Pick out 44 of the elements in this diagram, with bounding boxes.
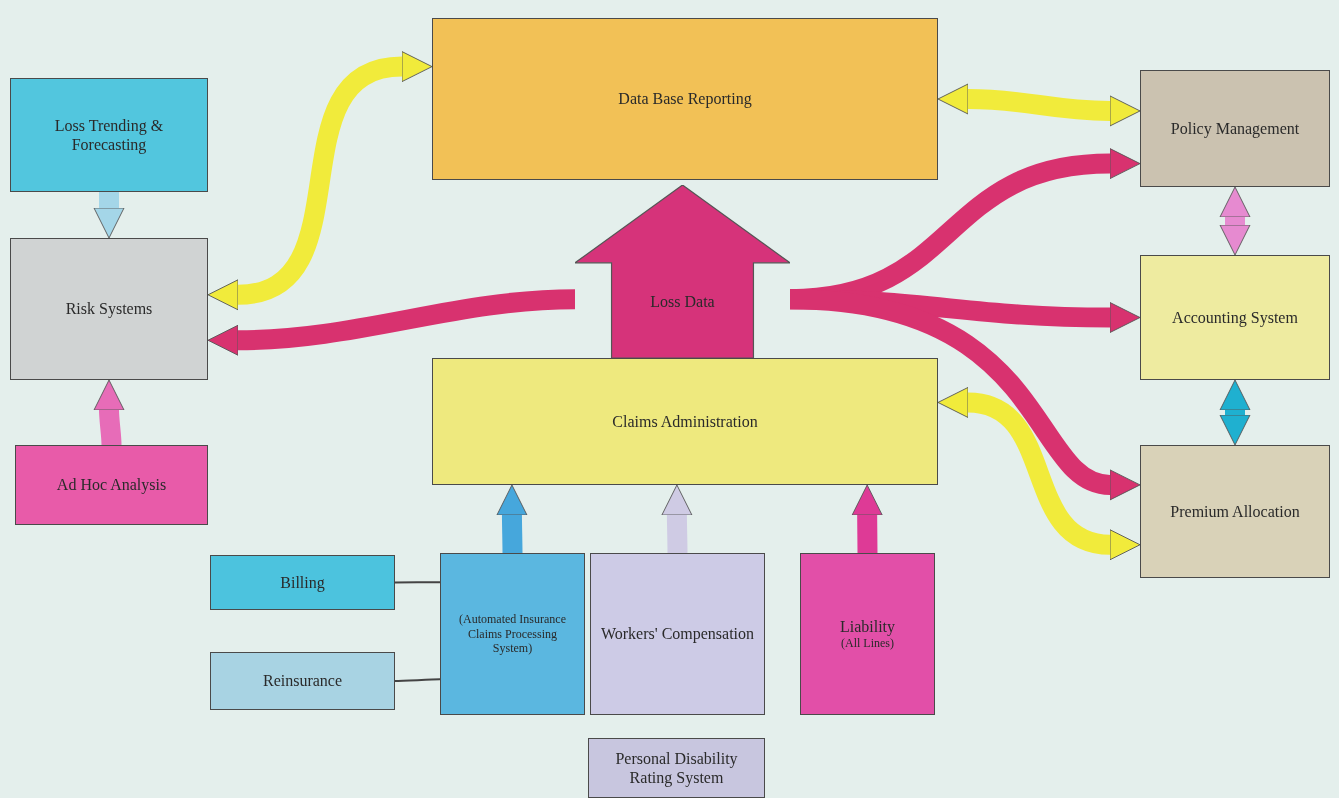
node-label: Premium Allocation bbox=[1170, 501, 1300, 522]
thick-arrow bbox=[1219, 379, 1251, 446]
thick-arrow bbox=[93, 192, 125, 239]
system-box bbox=[1140, 255, 1330, 380]
system-box bbox=[10, 78, 208, 192]
thick-arrow bbox=[496, 484, 528, 554]
system-box bbox=[432, 358, 938, 485]
node-label: Workers' Compensation bbox=[600, 624, 755, 644]
node-label: Policy Management bbox=[1170, 118, 1300, 139]
thick-arrow bbox=[207, 51, 433, 311]
node-label: Ad Hoc Analysis bbox=[56, 475, 167, 495]
thick-arrow bbox=[93, 379, 125, 446]
node-label: (Automated Insurance Claims Processing System) bbox=[458, 612, 567, 656]
node-label: Liability bbox=[839, 617, 896, 637]
node-label: Claims Administration bbox=[612, 411, 758, 432]
system-box bbox=[590, 553, 765, 715]
thick-arrow bbox=[207, 289, 576, 356]
node-label: Data Base Reporting bbox=[618, 89, 752, 109]
connector-line bbox=[394, 581, 441, 584]
thick-arrow bbox=[661, 484, 693, 554]
system-box bbox=[10, 238, 208, 380]
system-box bbox=[800, 553, 935, 715]
thick-arrow bbox=[937, 83, 1141, 127]
thick-arrow bbox=[789, 289, 1140, 501]
node-label: Loss Data bbox=[650, 291, 715, 312]
system-box bbox=[210, 652, 395, 710]
system-box bbox=[210, 555, 395, 610]
system-box bbox=[1140, 70, 1330, 187]
thick-arrow bbox=[1219, 186, 1251, 256]
node-label: Loss Trending & Forecasting bbox=[53, 115, 165, 155]
node-label: Risk Systems bbox=[65, 299, 153, 319]
thick-arrow bbox=[851, 484, 883, 554]
system-box bbox=[588, 738, 765, 798]
system-box bbox=[440, 553, 585, 715]
node-label: Personal Disability Rating System bbox=[614, 748, 739, 788]
node-label: Billing bbox=[280, 572, 325, 593]
node-label: (All Lines) bbox=[841, 636, 894, 651]
system-box bbox=[1140, 445, 1330, 578]
system-box bbox=[432, 18, 938, 180]
system-box bbox=[15, 445, 208, 525]
node-label: Reinsurance bbox=[262, 671, 343, 691]
connector-line bbox=[394, 678, 441, 682]
thick-arrow bbox=[937, 387, 1141, 561]
node-label: Accounting System bbox=[1172, 307, 1298, 328]
